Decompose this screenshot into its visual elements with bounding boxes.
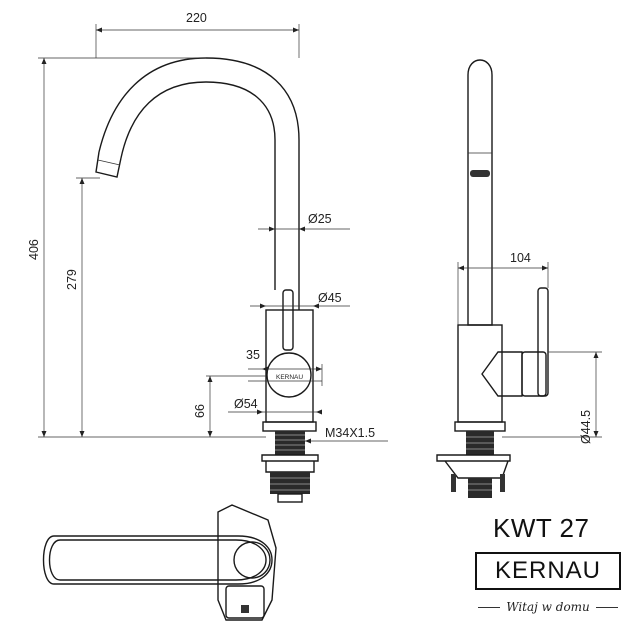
dim-handle-offset: 35: [246, 348, 260, 362]
side-dimensions: [457, 262, 602, 438]
tagline-rule-left: [478, 606, 501, 608]
dim-tube-diameter: Ø25: [308, 212, 332, 226]
brand-tagline: Witaj w domu: [506, 600, 590, 614]
side-spout: [467, 59, 493, 326]
front-spout-outer: [98, 57, 300, 228]
dim-base-diameter: Ø54: [234, 397, 258, 411]
dim-height-total: 406: [27, 239, 41, 260]
svg-text:KERNAU: KERNAU: [276, 374, 303, 381]
brand-logo: KERNAU: [475, 552, 621, 590]
front-dimensions: [38, 24, 388, 444]
top-view: [42, 504, 277, 621]
side-view: [436, 59, 549, 498]
tagline-rule-right: [595, 606, 618, 608]
front-body: [265, 309, 314, 423]
model-code: KWT 27: [493, 513, 590, 543]
front-mounting-bracket: [261, 454, 319, 473]
side-aerator: [470, 170, 490, 177]
dim-base-height: 66: [193, 404, 207, 418]
side-threaded-shank: [466, 431, 494, 455]
top-spout: [42, 535, 273, 585]
front-handle-lever: [282, 289, 294, 351]
front-threaded-shank: [275, 431, 305, 455]
brand-name: KERNAU: [494, 557, 602, 584]
dim-width-total: 220: [186, 11, 207, 25]
front-view: KERNAU: [95, 57, 319, 503]
dim-thread: M34X1.5: [325, 426, 375, 440]
dim-body-diameter: Ø45: [318, 291, 342, 305]
side-mounting-bracket: [436, 454, 511, 479]
dim-body-side-diameter: Ø44.5: [579, 410, 593, 444]
side-handle-lever: [537, 287, 549, 397]
top-base-outline: [217, 504, 277, 621]
tagline-row: Witaj w domu: [468, 598, 628, 616]
front-handle-cap: [266, 352, 312, 398]
front-nozzle: [95, 151, 122, 178]
top-handle: [225, 585, 265, 619]
front-spout-inner: [120, 81, 276, 228]
side-body: [457, 324, 503, 423]
dim-spout-height: 279: [65, 269, 79, 290]
dim-handle-length: 104: [510, 251, 531, 265]
